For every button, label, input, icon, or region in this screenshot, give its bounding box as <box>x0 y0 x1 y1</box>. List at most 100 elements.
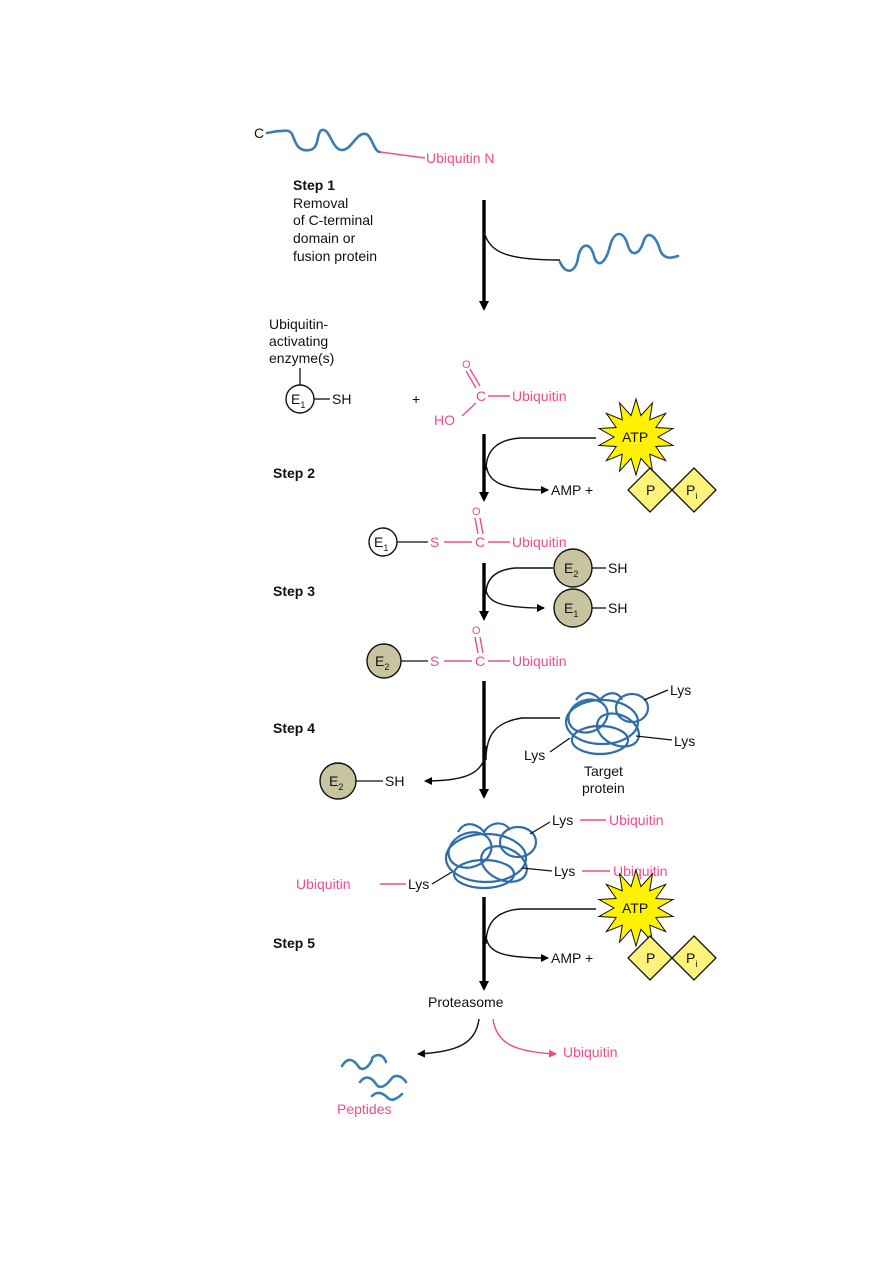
step-2-title: Step 2 <box>273 465 315 481</box>
lys-mid-label: Lys <box>554 863 575 879</box>
step-1-title: Step 1 <box>293 177 335 193</box>
phosphate-label: P <box>646 950 655 966</box>
ubiquitin-chain <box>379 151 426 159</box>
atp-starburst-icon <box>597 397 675 477</box>
carbonyl-o-label: O <box>472 506 481 518</box>
e1-ubiquitin-thioester: E1 S O C Ubiquitin <box>368 506 566 557</box>
e1-enzyme-label: E1 <box>291 391 305 410</box>
c-terminal-domain-chain <box>265 128 382 154</box>
ubiquitin-mid-label: Ubiquitin <box>613 863 667 879</box>
step-5-title: Step 5 <box>273 935 315 951</box>
lys-top-label: Lys <box>552 812 573 828</box>
carbonyl-c-label: C <box>475 653 485 669</box>
atp-label: ATP <box>622 429 648 445</box>
carbonyl-double-bond-b <box>479 636 484 654</box>
lys-top-label: Lys <box>670 682 691 698</box>
step-3-e2-input-curve <box>485 567 553 595</box>
atp-label: ATP <box>622 900 648 916</box>
step-4-title: Step 4 <box>273 720 315 736</box>
peptides-label: Peptides <box>337 1101 391 1117</box>
carbonyl-double-bond-a <box>474 517 479 535</box>
e1-enzyme-label-released: E1 <box>564 600 578 619</box>
carboxyl-ho-label: HO <box>434 412 455 428</box>
e2-sh-label-released: SH <box>385 773 404 789</box>
proteasome-label: Proteasome <box>428 994 504 1010</box>
inorganic-phosphate-label: Pi <box>686 482 697 501</box>
peptides-icon <box>340 1053 408 1101</box>
ubiquitin-left-label: Ubiquitin <box>296 876 350 892</box>
lys-left-label: Lys <box>524 747 545 763</box>
inorganic-phosphate-diamond-icon <box>671 467 717 513</box>
carbonyl-o-label: O <box>472 625 481 637</box>
activation-reactants: Ubiquitin- activating enzyme(s) E1 SH + … <box>269 316 566 428</box>
sulfur-label: S <box>430 534 439 550</box>
atp-starburst-icon <box>597 868 675 948</box>
lys-mid-bond <box>521 867 553 872</box>
target-protein-label-line2: protein <box>582 780 625 796</box>
e1-sh-label-released: SH <box>608 600 627 616</box>
c-terminus-label: C <box>254 125 264 141</box>
step-1-desc-line1: Removal <box>293 195 348 211</box>
step-1-desc-line3: domain or <box>293 230 356 246</box>
ubiquitin-release-curve <box>492 1018 557 1058</box>
e2-ubiquitin-thioester: E2 S O C Ubiquitin <box>366 625 566 679</box>
lys-right-bond <box>635 735 673 741</box>
step-1-desc-line2: of C-terminal <box>293 212 373 228</box>
phosphate-diamond-icon <box>627 467 673 513</box>
step-4-target-input-curve <box>485 717 560 761</box>
step-4-e2-output-curve <box>424 745 487 785</box>
e1-enzyme-label: E1 <box>374 534 388 553</box>
target-protein-icon <box>564 692 650 756</box>
plus-sign: + <box>412 391 420 407</box>
enzyme-label-line3: enzyme(s) <box>269 350 334 366</box>
step-1-desc-line4: fusion protein <box>293 248 377 264</box>
ubiquitin-label: Ubiquitin <box>512 534 566 550</box>
step-5-amp-output-curve <box>485 935 549 962</box>
degradation: Proteasome Ubiquitin Peptides <box>337 994 617 1117</box>
step-4: Step 4 Lys Lys Lys Target protein E2 SH <box>273 681 695 800</box>
carboxyl-c-oh-bond <box>461 402 477 417</box>
polyubiquitinated-protein: Lys Ubiquitin Lys Ubiquitin Ubiquitin Ly… <box>296 812 667 892</box>
carbonyl-double-bond-a <box>474 636 479 654</box>
carboxyl-double-bond-a <box>465 370 477 389</box>
step-3-e1-output-curve <box>485 589 545 612</box>
lys-top-bond <box>529 821 551 835</box>
step-2: Step 2 ATP AMP + P Pi <box>273 397 717 513</box>
fusion-protein: C Ubiquitin N <box>254 125 494 166</box>
step-3: Step 3 E2 SH E1 SH <box>273 548 627 628</box>
step-1-release-curve <box>483 231 561 261</box>
e1-sh-label: SH <box>332 391 351 407</box>
step-5-atp-input-curve <box>485 908 596 945</box>
amp-plus-label: AMP + <box>551 950 593 966</box>
carboxyl-double-bond-b <box>469 368 481 387</box>
lys-right-label: Lys <box>674 733 695 749</box>
inorganic-phosphate-diamond-icon <box>671 935 717 981</box>
carbonyl-double-bond-b <box>479 517 484 535</box>
enzyme-label-line2: activating <box>269 333 328 349</box>
step-2-amp-output-curve <box>485 463 549 494</box>
phosphate-diamond-icon <box>627 935 673 981</box>
amp-plus-label: AMP + <box>551 482 593 498</box>
carboxyl-ubiquitin-label: Ubiquitin <box>512 388 566 404</box>
step-1: Step 1 Removal of C-terminal domain or f… <box>293 177 680 311</box>
ubiquitin-top-label: Ubiquitin <box>609 812 663 828</box>
e2-enzyme-label: E2 <box>375 653 389 672</box>
carboxyl-c-label: C <box>476 388 486 404</box>
lys-left-bond <box>431 871 453 885</box>
lys-left-label: Lys <box>408 876 429 892</box>
target-protein-label-line1: Target <box>584 763 623 779</box>
e2-sh-label: SH <box>608 560 627 576</box>
step-3-title: Step 3 <box>273 583 315 599</box>
carbonyl-c-label: C <box>475 534 485 550</box>
sulfur-label: S <box>430 653 439 669</box>
e2-enzyme-label: E2 <box>564 560 578 579</box>
enzyme-label-line1: Ubiquitin- <box>269 316 328 332</box>
carboxyl-o-label: O <box>462 359 471 371</box>
released-ubiquitin-label: Ubiquitin <box>563 1044 617 1060</box>
polyubiquitinated-protein-icon <box>444 822 538 890</box>
ubiquitin-n-label: Ubiquitin N <box>426 150 494 166</box>
e2-enzyme-label-released: E2 <box>329 773 343 792</box>
peptides-output-curve <box>417 1018 480 1058</box>
lys-left-bond <box>549 737 571 753</box>
